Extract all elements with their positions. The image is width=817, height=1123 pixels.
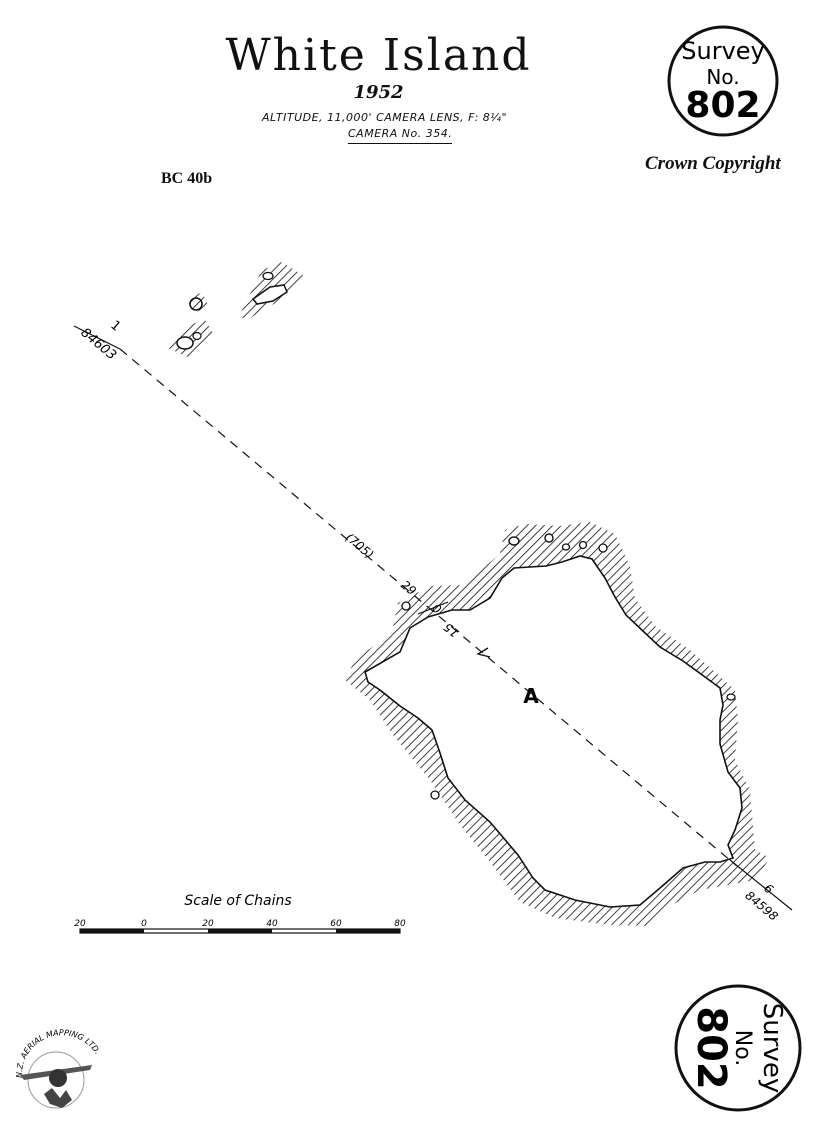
- altitude-lens-line: ALTITUDE, 11,000' CAMERA LENS, F: 8¼": [262, 111, 508, 124]
- flight-end-photo: 84598: [742, 888, 781, 923]
- islet-rock: [192, 331, 202, 341]
- coastal-rock: [430, 790, 440, 800]
- survey-stamp-top: Survey No. 802: [667, 25, 779, 137]
- logo-map-shape: [44, 1088, 72, 1108]
- scale-tick-label: 0: [141, 919, 147, 929]
- flight-mid-tick: [417, 601, 449, 615]
- coastal-rock: [561, 543, 571, 551]
- scale-tick-label: 80: [394, 919, 406, 929]
- white-island-main: [345, 522, 770, 926]
- scale-segment: [80, 929, 144, 933]
- scale-tick-label: 20: [74, 919, 86, 929]
- islet-rock: [176, 336, 194, 350]
- map-year: 1952: [353, 82, 404, 103]
- flight-direction-arrow: [476, 647, 491, 658]
- stamp-word: Survey: [757, 1003, 787, 1093]
- scale-tick-label: 40: [266, 919, 278, 929]
- camera-number-line: CAMERA No. 354.: [348, 127, 453, 144]
- islet-rock: [262, 271, 274, 281]
- coastal-rock: [598, 543, 608, 553]
- crown-copyright: Crown Copyright: [645, 153, 781, 174]
- scale-segment: [208, 929, 272, 933]
- logo-ring: [27, 1051, 85, 1109]
- flight-start-tick: [73, 325, 121, 350]
- reference-code: BC 40b: [161, 170, 213, 187]
- scale-tick-label: 60: [330, 919, 342, 929]
- scale-segment: [336, 929, 400, 933]
- scale-tick-label: 20: [202, 919, 214, 929]
- flight-end-run: 6: [761, 881, 776, 897]
- coastal-rock: [726, 693, 736, 701]
- coastal-rock: [508, 536, 520, 546]
- coastal-rock: [401, 601, 411, 611]
- flight-distance: (705): [343, 530, 377, 561]
- flight-end-tick: [729, 859, 793, 911]
- logo-globe: [49, 1069, 67, 1087]
- coastal-rock: [544, 533, 554, 543]
- stamp-no: No.: [706, 65, 739, 89]
- scale-bar: Scale of Chains 20 0 20 40 60 80: [74, 893, 406, 934]
- stamp-no: No.: [730, 1030, 755, 1067]
- coastal-rock: [578, 540, 588, 550]
- scale-title: Scale of Chains: [184, 893, 291, 909]
- stamp-word: Survey: [681, 37, 764, 65]
- stamp-number: 802: [685, 85, 760, 126]
- aerial-mapping-logo: N.Z. AERIAL MAPPING LTD.: [15, 1028, 102, 1109]
- flight-start-run: 1: [107, 318, 123, 335]
- islets: [168, 262, 304, 358]
- flight-path: [119, 348, 738, 867]
- islet-hatching: [187, 292, 208, 314]
- feature-label-a: A: [523, 684, 539, 708]
- stamp-number: 802: [688, 1006, 734, 1090]
- islet-outline: [251, 284, 288, 305]
- survey-stamp-bottom: Survey No. 802: [674, 984, 802, 1112]
- map-title: White Island: [225, 30, 532, 81]
- island-coastline: [364, 555, 743, 908]
